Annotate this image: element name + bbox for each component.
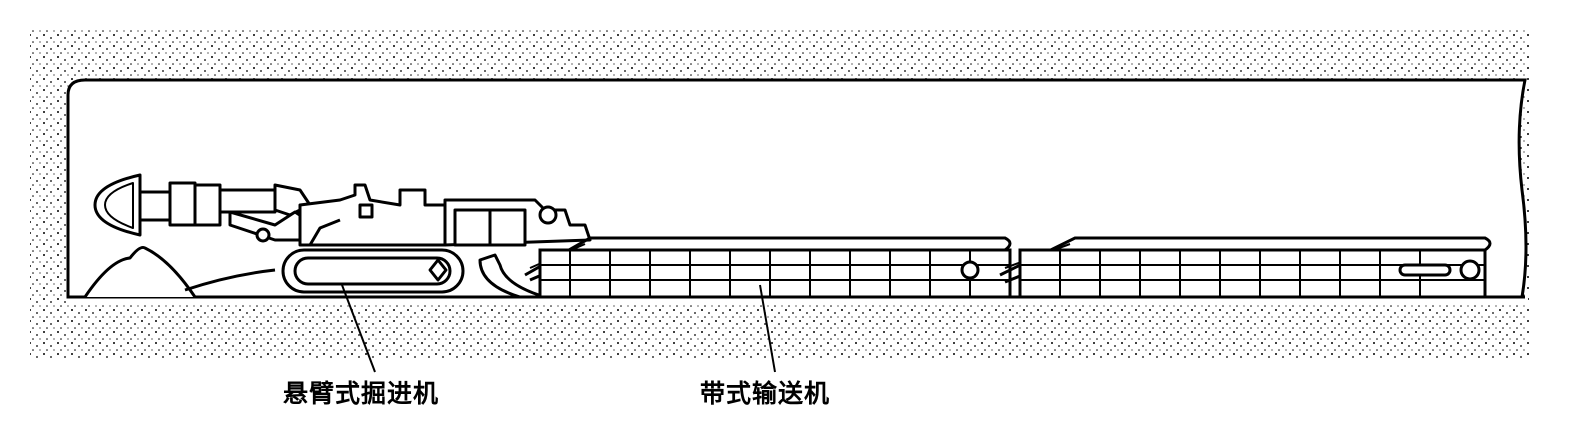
roadheader bbox=[83, 173, 592, 299]
muck-pile bbox=[83, 246, 197, 298]
roadheader-leader-line bbox=[341, 284, 376, 373]
conveyor-label: 带式输送机 bbox=[700, 379, 831, 408]
cutter-head bbox=[93, 173, 142, 237]
conveyor-leader-line bbox=[759, 284, 776, 373]
belt-conveyor bbox=[524, 236, 1492, 299]
roadheader-label: 悬臂式掘进机 bbox=[283, 379, 440, 408]
